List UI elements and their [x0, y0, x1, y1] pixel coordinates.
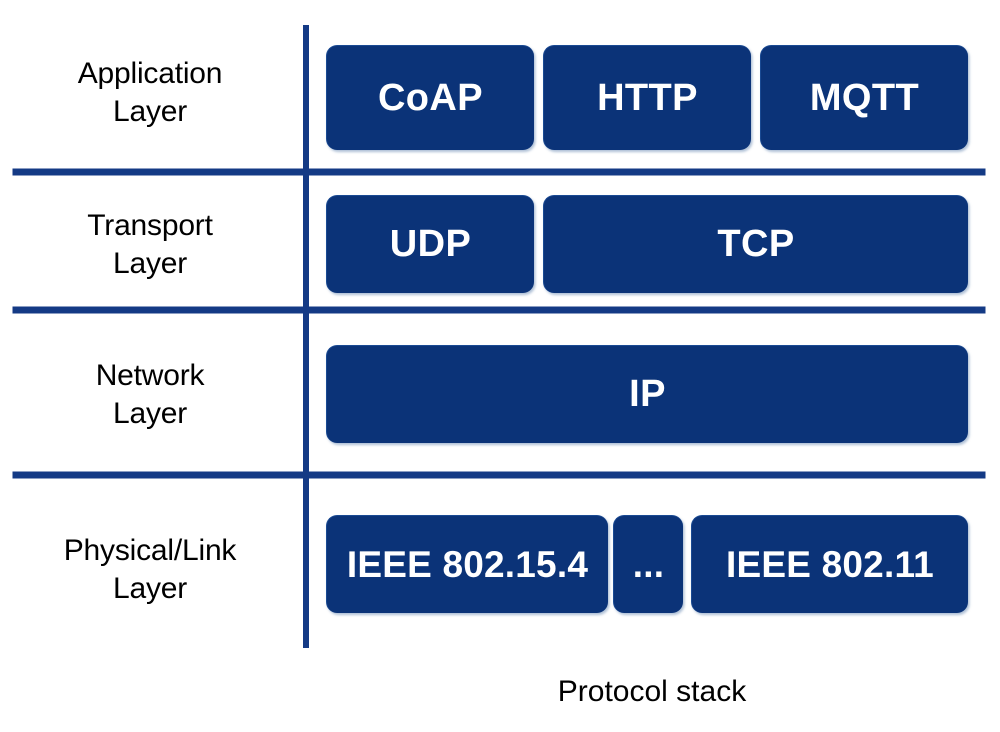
protocol-box-coap[interactable]: CoAP: [326, 45, 534, 150]
protocol-box-ieee-802-11[interactable]: IEEE 802.11: [691, 515, 968, 613]
protocol-box-more[interactable]: ...: [613, 515, 683, 613]
protocol-box-mqtt[interactable]: MQTT: [760, 45, 968, 150]
layer-label-physical-link-line1: Physical/Link: [63, 534, 237, 567]
protocol-box-udp[interactable]: UDP: [326, 195, 534, 293]
layer-label-transport-line1: Transport: [87, 209, 213, 242]
protocol-label-mqtt: MQTT: [809, 76, 920, 119]
layer-label-network-line1: Network: [95, 359, 205, 392]
layer-label-network-line2: Layer: [112, 396, 188, 430]
layer-label-transport: Transport Layer: [0, 207, 300, 282]
layer-label-transport-line2: Layer: [112, 246, 188, 280]
layer-label-application-line2: Layer: [112, 94, 188, 128]
protocol-box-ieee-802-15-4[interactable]: IEEE 802.15.4: [326, 515, 608, 613]
layer-label-application-line1: Application: [77, 57, 223, 90]
divider-transport-network: [13, 307, 985, 313]
layer-label-physical-link: Physical/Link Layer: [0, 532, 300, 607]
protocol-label-ieee-802-15-4: IEEE 802.15.4: [346, 543, 589, 585]
protocol-label-udp: UDP: [389, 223, 472, 265]
layer-label-physical-link-line2: Layer: [112, 571, 188, 605]
protocol-label-coap: CoAP: [377, 76, 484, 119]
protocol-label-http: HTTP: [597, 76, 698, 119]
protocol-box-http[interactable]: HTTP: [543, 45, 751, 150]
protocol-box-tcp[interactable]: TCP: [543, 195, 968, 293]
divider-label-column: [303, 25, 309, 648]
protocol-label-more: ...: [632, 543, 665, 585]
layer-label-network: Network Layer: [0, 357, 300, 432]
protocol-box-ip[interactable]: IP: [326, 345, 968, 443]
protocol-label-ip: IP: [629, 373, 666, 415]
protocol-label-ieee-802-11: IEEE 802.11: [726, 543, 934, 585]
layer-label-application: Application Layer: [0, 55, 300, 130]
divider-network-physical: [13, 472, 985, 478]
divider-application-transport: [13, 169, 985, 175]
protocol-label-tcp: TCP: [717, 223, 795, 265]
figure-caption: Protocol stack: [557, 675, 747, 708]
